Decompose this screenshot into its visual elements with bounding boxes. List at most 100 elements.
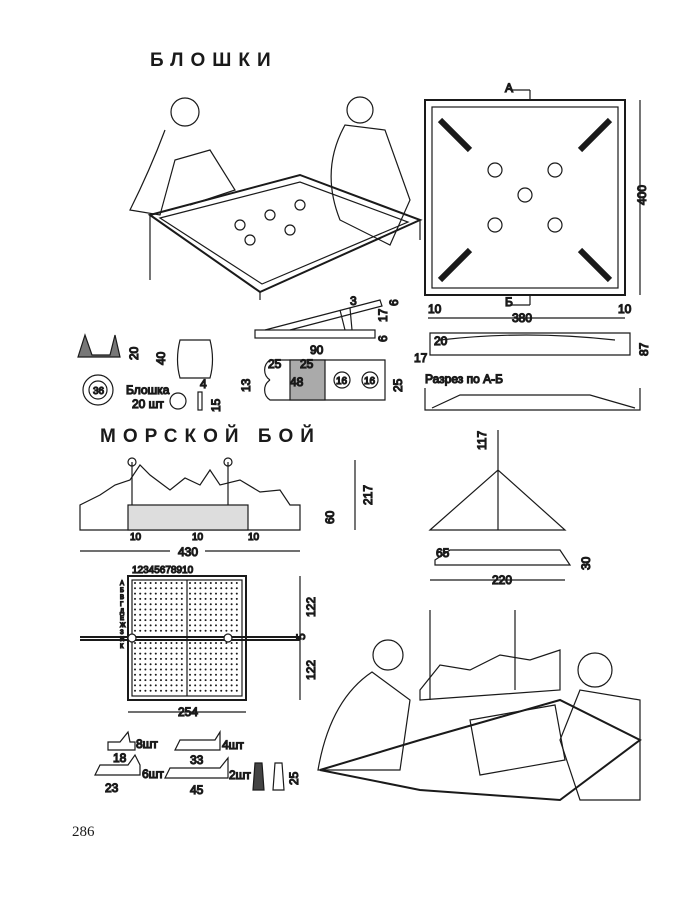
grid-hole bbox=[225, 613, 228, 616]
grid-hole bbox=[199, 582, 202, 584]
grid-hole bbox=[160, 679, 162, 682]
grid-hole bbox=[204, 608, 207, 611]
grid-hole bbox=[154, 613, 157, 616]
sea-battle-players-illustration bbox=[317, 610, 642, 802]
grid-hole bbox=[235, 603, 238, 606]
grid-hole bbox=[209, 619, 212, 622]
grid-hole bbox=[215, 647, 217, 650]
grid-hole bbox=[165, 652, 168, 655]
grid-holes bbox=[134, 582, 238, 692]
grid-hole bbox=[165, 592, 168, 595]
grid-hole bbox=[170, 619, 173, 622]
flea-diameter-dim: 36 bbox=[93, 386, 105, 397]
grid-hole bbox=[180, 629, 183, 632]
grid-hole bbox=[199, 619, 202, 622]
grid-hole bbox=[225, 657, 228, 660]
grid-row-letter: Д bbox=[120, 609, 124, 615]
flea-label: Блошка bbox=[126, 383, 170, 397]
launcher-length-dim: 90 bbox=[310, 343, 324, 357]
stand-thickness-dim: 30 bbox=[579, 556, 593, 570]
grid-hole bbox=[199, 657, 202, 660]
grid-hole bbox=[144, 647, 147, 650]
grid-hole bbox=[149, 647, 152, 650]
grid-hole bbox=[230, 624, 233, 627]
ship-gap2-dim: 10 bbox=[192, 532, 204, 543]
grid-hole bbox=[180, 673, 183, 676]
grid-hole bbox=[230, 657, 233, 660]
grid-hole bbox=[220, 608, 223, 611]
grid-hole bbox=[199, 629, 202, 632]
grid-hole bbox=[199, 679, 202, 682]
flea-parts-drawing bbox=[77, 333, 214, 411]
grid-hole bbox=[134, 679, 136, 682]
launcher-width-dim: 25 bbox=[391, 378, 405, 392]
grid-hole bbox=[225, 647, 228, 650]
launcher-d6a: 6 bbox=[387, 299, 401, 306]
launcher-seg1-dim: 25 bbox=[268, 357, 282, 371]
grid-hole bbox=[165, 689, 168, 692]
grid-hole bbox=[215, 629, 217, 632]
grid-bottom-height-dim: 122 bbox=[304, 660, 318, 680]
grid-hole bbox=[160, 647, 162, 650]
grid-hole bbox=[230, 608, 233, 611]
grid-hole bbox=[230, 647, 233, 650]
grid-hole bbox=[199, 608, 202, 611]
grid-hole bbox=[225, 597, 228, 600]
grid-hole bbox=[134, 663, 136, 666]
grid-hole bbox=[139, 629, 142, 632]
grid-hole bbox=[235, 679, 238, 682]
grid-hole bbox=[215, 657, 217, 660]
grid-hole bbox=[235, 647, 238, 650]
page-number: 286 bbox=[72, 824, 95, 840]
grid-hole bbox=[139, 673, 142, 676]
grid-hole bbox=[189, 624, 191, 627]
grid-hole bbox=[194, 619, 197, 622]
grid-hole bbox=[134, 582, 136, 584]
grid-hole bbox=[220, 668, 223, 671]
grid-hole bbox=[175, 592, 178, 595]
launcher-seg2-dim: 25 bbox=[300, 357, 314, 371]
grid-hole bbox=[170, 657, 173, 660]
grid-hole bbox=[215, 597, 217, 600]
grid-hole bbox=[220, 652, 223, 655]
grid-hole bbox=[225, 624, 228, 627]
grid-hole bbox=[175, 647, 178, 650]
grid-hole bbox=[175, 624, 178, 627]
stand-drawing bbox=[428, 430, 572, 581]
grid-hole bbox=[149, 652, 152, 655]
grid-hole bbox=[160, 613, 162, 616]
grid-hole bbox=[149, 689, 152, 692]
grid-hole bbox=[149, 582, 152, 584]
grid-hole bbox=[175, 684, 178, 687]
grid-hole bbox=[154, 587, 157, 590]
grid-hole bbox=[170, 652, 173, 655]
grid-hole bbox=[180, 608, 183, 611]
launcher-drawing bbox=[254, 299, 386, 401]
grid-hole bbox=[189, 582, 191, 584]
grid-hole bbox=[170, 673, 173, 676]
grid-hole bbox=[170, 642, 173, 644]
grid-hole bbox=[220, 613, 223, 616]
grid-hole bbox=[230, 603, 233, 606]
grid-hole bbox=[235, 587, 238, 590]
flea-game-title: БЛОШКИ bbox=[150, 50, 278, 71]
grid-hole bbox=[215, 587, 217, 590]
grid-hole bbox=[204, 619, 207, 622]
grid-hole bbox=[144, 668, 147, 671]
grid-hole bbox=[165, 603, 168, 606]
piece-4-size: 45 bbox=[190, 783, 204, 797]
grid-hole bbox=[215, 619, 217, 622]
grid-hole bbox=[199, 647, 202, 650]
grid-hole bbox=[209, 603, 212, 606]
grid-hole bbox=[165, 608, 168, 611]
grid-hole bbox=[235, 608, 238, 611]
grid-hole bbox=[220, 587, 223, 590]
grid-hole bbox=[180, 689, 183, 692]
grid-hole bbox=[180, 619, 183, 622]
grid-hole bbox=[204, 582, 207, 584]
grid-hole bbox=[230, 592, 233, 595]
board-margin-right-dim: 10 bbox=[618, 302, 632, 316]
grid-hole bbox=[134, 603, 136, 606]
